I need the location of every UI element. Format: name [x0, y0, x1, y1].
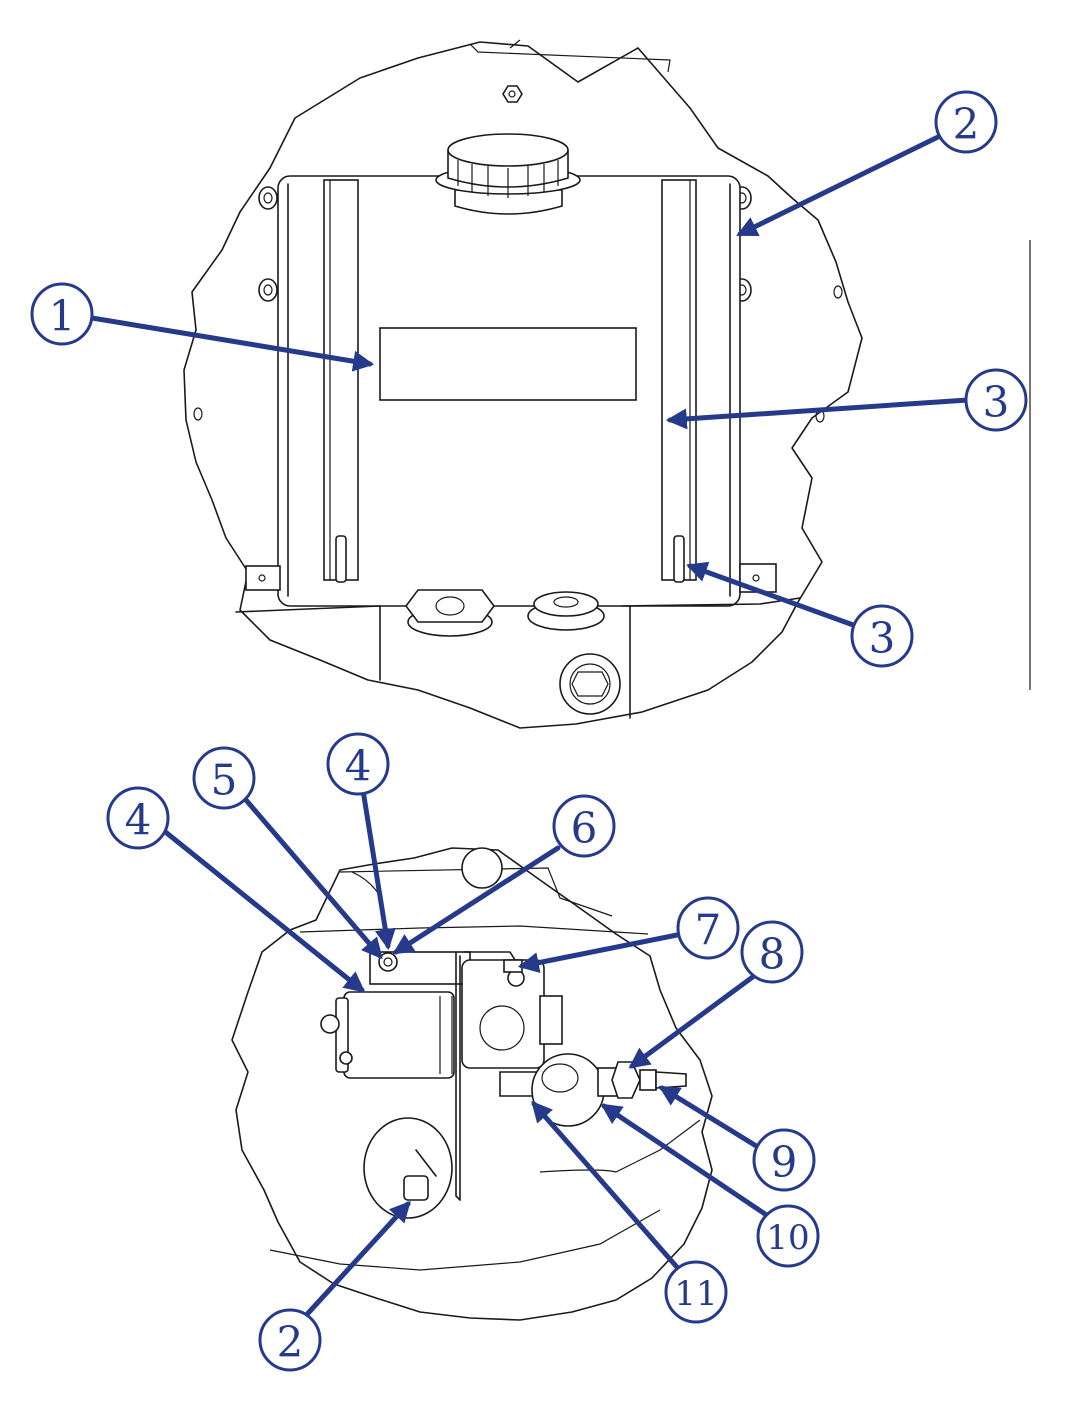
fill-cap-icon [435, 133, 581, 215]
pump-head-icon [461, 959, 563, 1069]
callout-8: 8 [740, 920, 804, 984]
motor-icon [320, 991, 455, 1079]
svg-text:11: 11 [674, 1274, 717, 1314]
svg-text:2: 2 [277, 1318, 304, 1367]
label-plate [379, 327, 637, 401]
bottom-breakout-outline [231, 847, 713, 1321]
callout-4-bracket: 4 [326, 732, 390, 796]
callout-11: 11 [664, 1260, 728, 1324]
svg-text:5: 5 [211, 756, 238, 805]
leader-lines [89, 133, 971, 1325]
drain-valve-icon [363, 1117, 453, 1219]
svg-text:6: 6 [571, 804, 598, 853]
svg-text:4: 4 [125, 796, 152, 845]
callout-3-gauge-bottom: 3 [850, 604, 914, 668]
hose-nut-icon [611, 1061, 641, 1099]
svg-text:1: 1 [49, 292, 76, 341]
side-port-fitting-icon [559, 653, 621, 715]
callout-9: 9 [752, 1128, 816, 1192]
callout-1: 1 [30, 282, 94, 346]
svg-text:10: 10 [766, 1218, 809, 1258]
svg-text:4: 4 [345, 742, 372, 791]
callout-3-gauge: 3 [964, 368, 1028, 432]
svg-text:7: 7 [695, 906, 722, 955]
svg-text:9: 9 [771, 1138, 798, 1187]
left-sight-gauge [323, 179, 359, 581]
callout-2-valve: 2 [258, 1308, 322, 1372]
callout-5: 5 [192, 746, 256, 810]
svg-text:3: 3 [869, 614, 896, 663]
svg-text:3: 3 [983, 378, 1010, 427]
callout-10: 10 [756, 1204, 820, 1268]
pump-assembly-view [231, 847, 713, 1321]
callout-6: 6 [552, 794, 616, 858]
callout-4-motor: 4 [106, 786, 170, 850]
top-breakout-outline [183, 41, 863, 729]
right-sight-gauge [661, 179, 697, 581]
drain-hex-nut-icon [405, 589, 495, 623]
svg-text:2: 2 [953, 100, 980, 149]
bottom-fittings [235, 563, 801, 719]
callout-7: 7 [676, 896, 740, 960]
svg-text:8: 8 [759, 930, 786, 979]
reservoir-tank-view [183, 39, 1031, 729]
filter-bowl-icon [499, 1053, 687, 1127]
callout-2-tank: 2 [934, 90, 998, 154]
top-hex-bolt-icon [502, 85, 523, 103]
